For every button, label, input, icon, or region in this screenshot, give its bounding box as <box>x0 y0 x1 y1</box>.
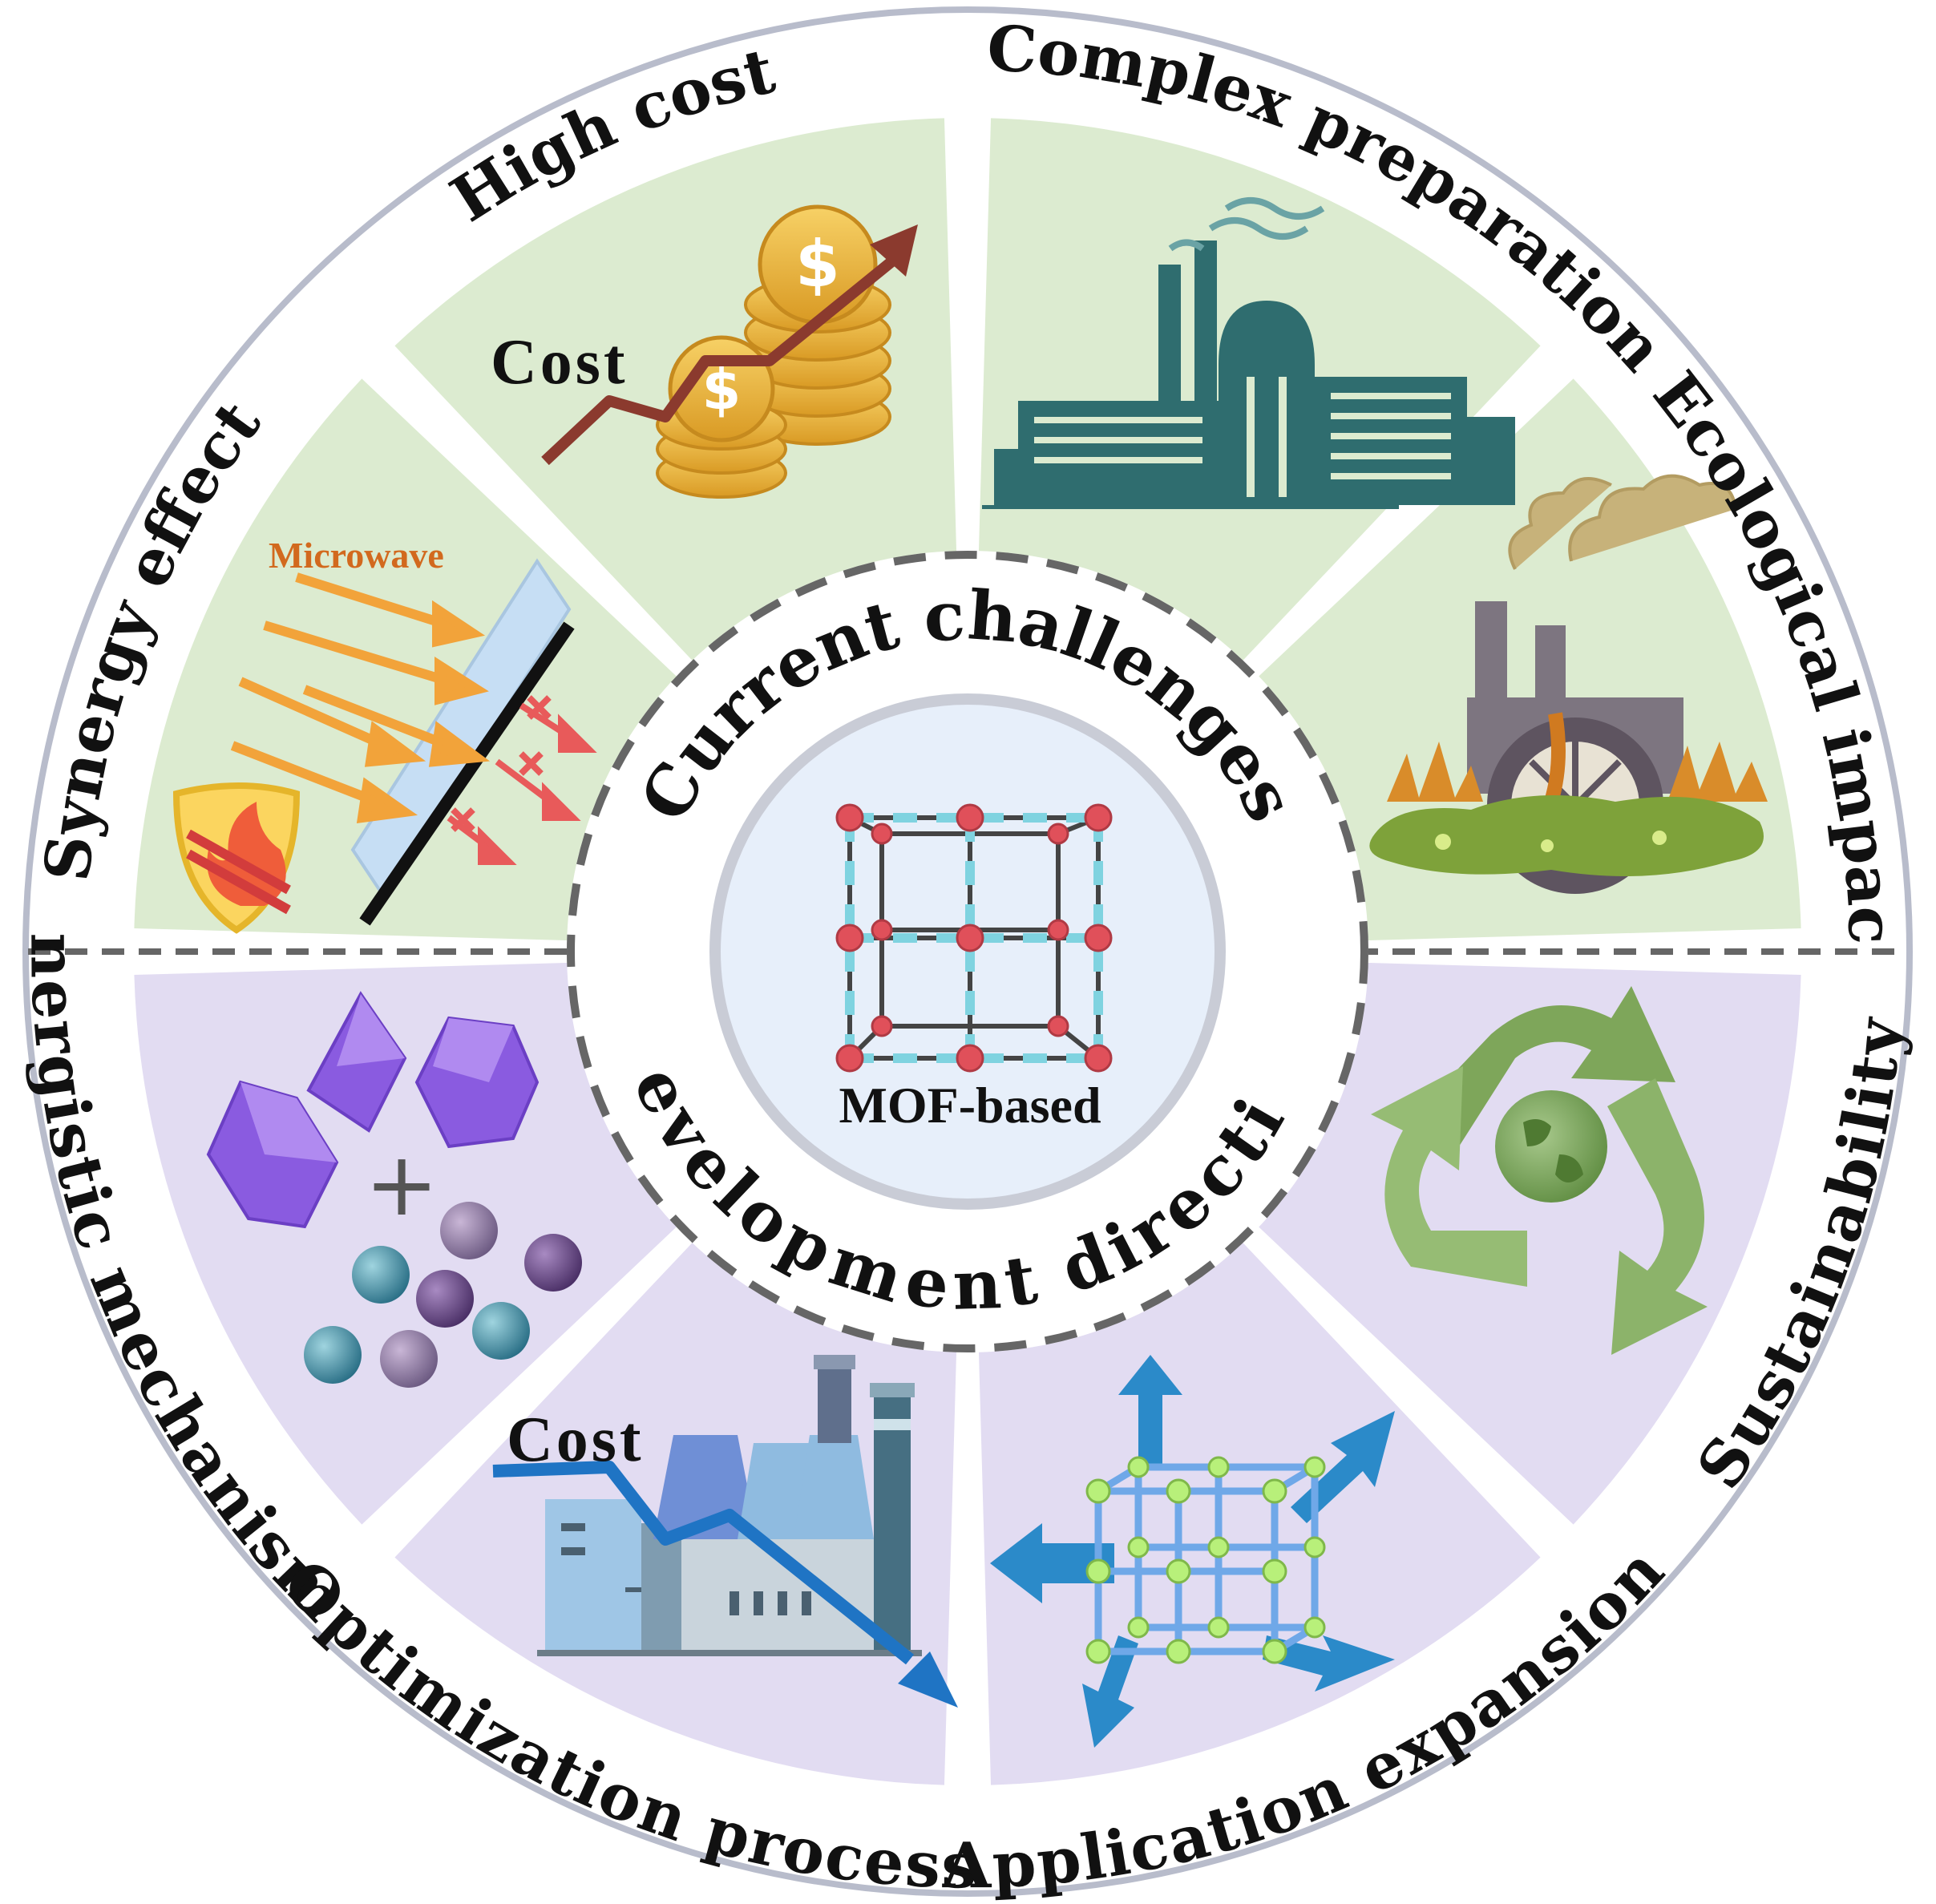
recycle-arrow-icon <box>1607 1078 1708 1355</box>
arrow-up-icon <box>870 224 918 277</box>
synergistic-mechanism-illustration: + <box>206 991 582 1388</box>
arrow-icon <box>990 1523 1114 1603</box>
sphere-icon <box>472 1302 530 1360</box>
mof-cube-red <box>835 803 1113 1073</box>
center-dashed-ring <box>567 551 1368 1352</box>
optimization-illustration: Cost <box>492 1355 958 1708</box>
arrow-down-icon <box>898 1651 958 1708</box>
sphere-icon <box>440 1202 498 1259</box>
sphere-icon <box>416 1270 474 1328</box>
sphere-icon <box>304 1326 362 1384</box>
arrow-icon <box>1082 1635 1138 1748</box>
sphere-icon <box>352 1246 410 1304</box>
high-cost-inner-text: Cost <box>491 327 628 398</box>
synergy-illustration: Microwave <box>172 535 597 934</box>
core-label: MOF-based <box>839 1077 1101 1134</box>
arrow-icon <box>1118 1355 1182 1467</box>
coin-stack-left: $ <box>656 335 787 499</box>
prohibit-stroke <box>186 829 291 895</box>
application-expansion-illustration <box>990 1355 1395 1748</box>
microwave-label: Microwave <box>269 535 444 576</box>
high-cost-illustration: $ $ Cost <box>491 204 918 499</box>
factory-illustration <box>982 197 1515 509</box>
falling-cost-line <box>492 1461 914 1665</box>
dollar-icon: $ <box>702 357 742 422</box>
sphere-icon <box>380 1330 438 1388</box>
recycle-illustration <box>1371 986 1708 1355</box>
mof-node-green-group <box>1085 1456 1326 1664</box>
prohibit-stroke <box>186 849 291 915</box>
dollar-icon: $ <box>795 227 840 301</box>
arrow-icon <box>1263 1635 1395 1692</box>
rising-cost-line <box>541 252 902 466</box>
globe-icon <box>1495 1090 1607 1203</box>
pollution-illustration <box>1369 474 1768 894</box>
optimization-inner-text: Cost <box>507 1405 645 1475</box>
sphere-icon <box>524 1234 582 1292</box>
recycle-arrow-icon <box>1371 1066 1527 1287</box>
plus-icon: + <box>365 1133 439 1235</box>
recycle-arrow-icon <box>1411 986 1675 1146</box>
barrier-edge <box>359 621 575 926</box>
